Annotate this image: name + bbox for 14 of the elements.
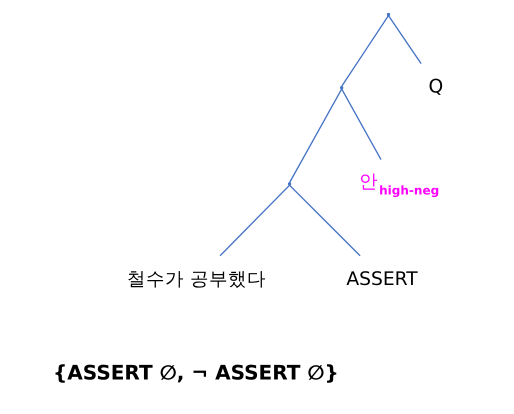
node-point [287,182,291,186]
connector [288,184,360,256]
connector [340,15,388,87]
connector [388,15,422,64]
node-point [386,12,390,16]
node-text: 철수가 공부했다 [126,269,266,290]
node-text: Q [428,76,443,98]
connector [340,88,382,160]
connector [288,88,342,183]
connector [219,184,290,256]
node-text: ASSERT [346,269,418,290]
node-point [340,86,343,90]
node-text: 안$_{high-neg}$ [358,172,439,198]
label: {ASSERT ∅, ¬ ASSERT ∅} [52,360,338,385]
